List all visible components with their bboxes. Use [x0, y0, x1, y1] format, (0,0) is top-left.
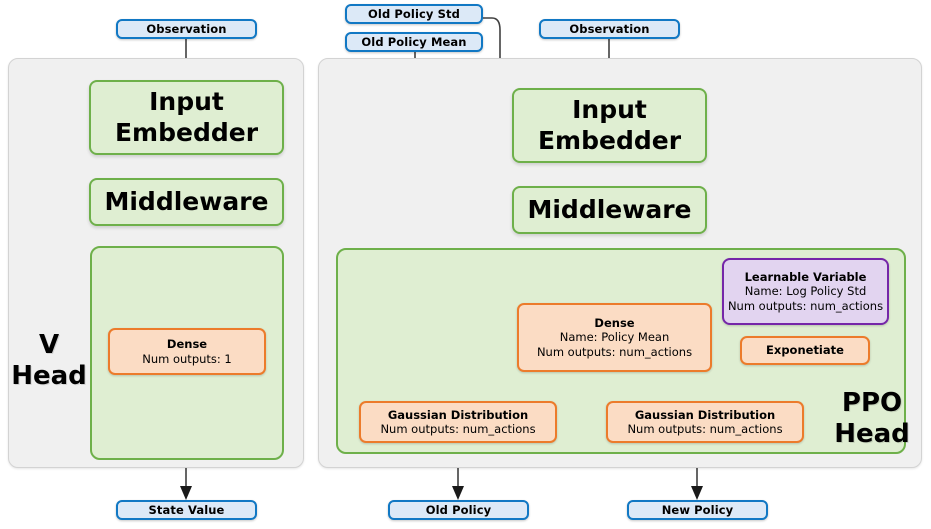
- gaussian-distribution-new-box[interactable]: Gaussian Distribution Num outputs: num_a…: [606, 401, 804, 443]
- input-observation-v-label: Observation: [146, 21, 227, 36]
- output-old-policy-label: Old Policy: [425, 502, 492, 517]
- exponetiate-label: Exponetiate: [766, 343, 844, 358]
- exponetiate-box[interactable]: Exponetiate: [740, 336, 870, 365]
- v-dense-title: Dense: [166, 337, 208, 352]
- ppo-head-label: PPO Head: [820, 388, 924, 449]
- v-middleware-box[interactable]: Middleware: [89, 178, 284, 226]
- v-dense-box[interactable]: Dense Num outputs: 1: [108, 328, 266, 375]
- input-old-policy-std-label: Old Policy Std: [368, 6, 460, 21]
- v-head-label-line1: V: [38, 330, 60, 360]
- ppo-dense-policy-mean-box[interactable]: Dense Name: Policy Mean Num outputs: num…: [517, 303, 712, 372]
- learnable-variable-box[interactable]: Learnable Variable Name: Log Policy Std …: [722, 258, 889, 325]
- v-head-label: V Head: [10, 330, 88, 391]
- learnable-variable-num-outputs: Num outputs: num_actions: [727, 298, 884, 313]
- gaussian-distribution-old-box[interactable]: Gaussian Distribution Num outputs: num_a…: [359, 401, 557, 443]
- ppo-dense-title: Dense: [594, 316, 635, 331]
- v-input-embedder-box[interactable]: Input Embedder: [89, 80, 284, 155]
- gaussian-new-num-outputs: Num outputs: num_actions: [627, 422, 783, 436]
- learnable-variable-name: Name: Log Policy Std: [744, 284, 867, 299]
- input-old-policy-mean-label: Old Policy Mean: [361, 34, 467, 49]
- v-dense-num-outputs: Num outputs: 1: [142, 351, 232, 366]
- ppo-head-label-line2: Head: [834, 418, 910, 449]
- ppo-input-embedder-box[interactable]: Input Embedder: [512, 88, 707, 163]
- input-observation-ppo-label: Observation: [569, 21, 650, 36]
- gaussian-old-title: Gaussian Distribution: [387, 407, 529, 422]
- gaussian-new-title: Gaussian Distribution: [634, 407, 776, 422]
- input-old-policy-std[interactable]: Old Policy Std: [345, 4, 483, 24]
- ppo-input-embedder-label: Input Embedder: [537, 95, 682, 155]
- ppo-head-label-line1: PPO: [841, 388, 903, 418]
- input-observation-ppo[interactable]: Observation: [539, 19, 680, 39]
- ppo-middleware-label: Middleware: [527, 194, 692, 224]
- input-old-policy-mean[interactable]: Old Policy Mean: [345, 32, 483, 52]
- v-middleware-label: Middleware: [104, 186, 269, 216]
- v-input-embedder-label: Input Embedder: [114, 87, 259, 147]
- v-head-label-line2: Head: [11, 360, 87, 391]
- output-new-policy-label: New Policy: [661, 502, 734, 517]
- output-state-value[interactable]: State Value: [116, 500, 257, 520]
- ppo-middleware-box[interactable]: Middleware: [512, 186, 707, 234]
- output-old-policy[interactable]: Old Policy: [388, 500, 529, 520]
- gaussian-old-num-outputs: Num outputs: num_actions: [380, 422, 536, 436]
- output-new-policy[interactable]: New Policy: [627, 500, 768, 520]
- input-observation-v[interactable]: Observation: [116, 19, 257, 39]
- output-state-value-label: State Value: [148, 502, 225, 517]
- ppo-dense-num-outputs: Num outputs: num_actions: [536, 344, 693, 359]
- learnable-variable-title: Learnable Variable: [744, 270, 867, 285]
- ppo-dense-name: Name: Policy Mean: [559, 330, 670, 345]
